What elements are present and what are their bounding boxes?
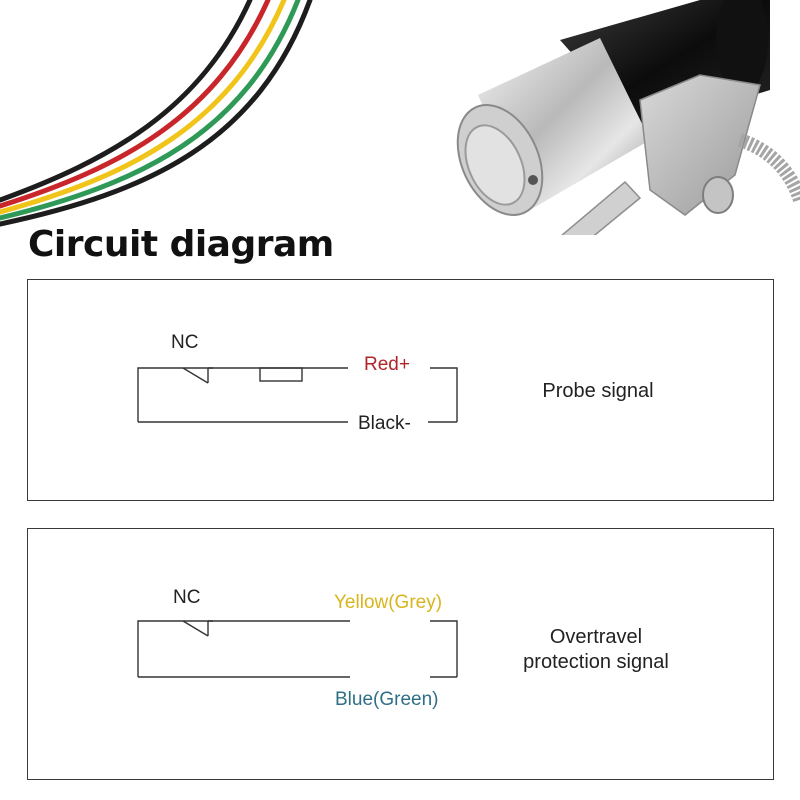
black-wire-label: Black- xyxy=(358,413,411,434)
probe-circuit-schematic xyxy=(137,367,458,423)
description-line: protection signal xyxy=(523,651,669,673)
probe-signal-description: Probe signal xyxy=(518,379,678,404)
nc-label: NC xyxy=(171,332,199,353)
overtravel-circuit-schematic xyxy=(137,620,458,678)
probe-product-photo xyxy=(0,0,800,235)
blue-wire-label: Blue(Green) xyxy=(335,689,439,710)
description-line: Overtravel xyxy=(549,626,643,648)
nc-contact-symbol xyxy=(137,367,213,422)
mounting-bracket xyxy=(639,74,761,216)
overtravel-signal-panel: NC Yellow(Grey) Blue(Green) Overtravel p… xyxy=(27,528,774,780)
page-title: Circuit diagram xyxy=(28,224,334,265)
probe-signal-panel: NC Red+ Black- Probe signal xyxy=(27,279,774,501)
description-line: Probe signal xyxy=(542,380,654,402)
nc-contact-symbol xyxy=(137,620,213,677)
yellow-wire-label: Yellow(Grey) xyxy=(334,592,443,613)
stylus-rod xyxy=(561,180,642,235)
circuit-element xyxy=(259,367,303,382)
wire-bundle xyxy=(0,0,313,227)
overtravel-signal-description: Overtravel protection signal xyxy=(496,625,696,675)
nc-label: NC xyxy=(173,587,201,608)
red-wire-label: Red+ xyxy=(364,354,410,375)
